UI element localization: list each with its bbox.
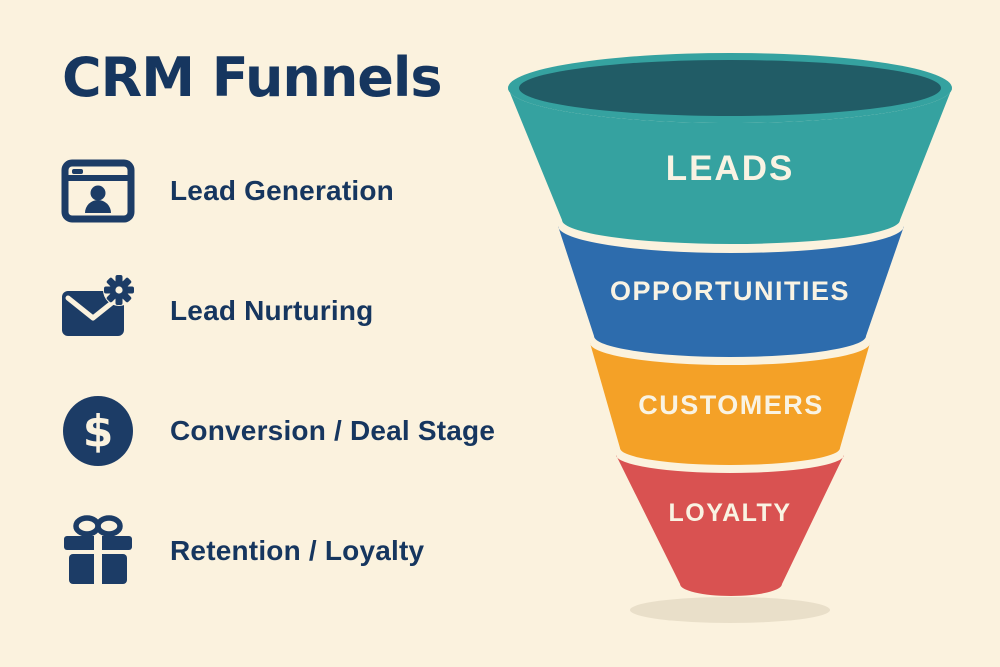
funnel-stage-leads xyxy=(508,88,952,244)
dollar-glyph: $ xyxy=(83,406,114,457)
legend-column: CRM Funnels Lead Generation xyxy=(58,46,508,631)
funnel-stage-opportunities xyxy=(558,226,904,357)
funnel-stage-label-opportunities: OPPORTUNITIES xyxy=(610,276,850,306)
funnel-shadow xyxy=(630,597,830,623)
legend-label: Lead Generation xyxy=(170,175,394,206)
funnel-stage-loyalty xyxy=(616,455,844,596)
legend-label: Conversion / Deal Stage xyxy=(170,415,496,446)
dollar-circle-icon: $ xyxy=(58,391,138,471)
funnel-mouth xyxy=(519,60,941,116)
legend-item-conversion: $ Conversion / Deal Stage xyxy=(58,391,508,471)
legend-label: Lead Nurturing xyxy=(170,295,374,326)
funnel-stage-label-loyalty: LOYALTY xyxy=(668,499,791,527)
legend-label: Retention / Loyalty xyxy=(170,535,425,566)
gift-icon xyxy=(58,511,138,591)
page-title: CRM Funnels xyxy=(62,46,443,109)
funnel-stage-label-customers: CUSTOMERS xyxy=(638,390,824,420)
crm-funnel-diagram: LEADS OPPORTUNITIES CUSTOMERS LOYALTY xyxy=(500,28,980,648)
legend-item-retention: Retention / Loyalty xyxy=(58,511,508,591)
funnel-stage-label-leads: LEADS xyxy=(666,149,795,188)
browser-profile-icon xyxy=(58,151,138,231)
funnel-stage-customers xyxy=(590,343,870,465)
legend-item-lead-generation: Lead Generation xyxy=(58,151,508,231)
email-gear-icon xyxy=(58,271,138,351)
legend-item-lead-nurturing: Lead Nurturing xyxy=(58,271,508,351)
